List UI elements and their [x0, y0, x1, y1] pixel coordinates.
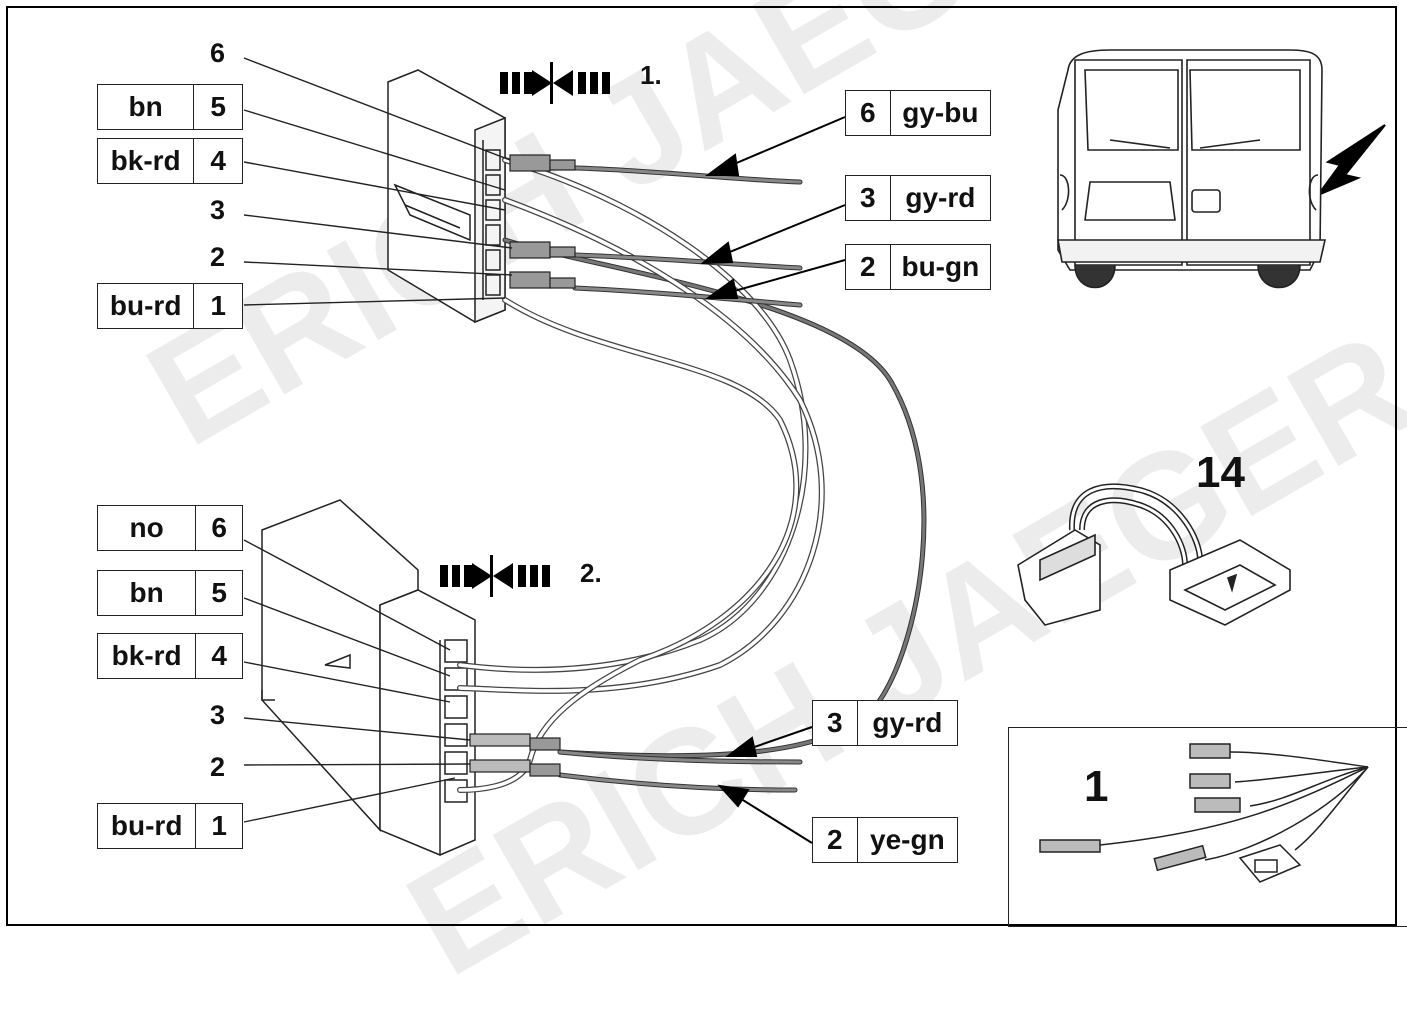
wire-pin-number: 6 — [211, 512, 227, 543]
wire-color-code: bn — [98, 85, 195, 129]
step-label: 2. — [580, 558, 602, 588]
bottom-connector-block — [261, 499, 476, 856]
wire-label: no 6 — [97, 505, 243, 551]
wire-label: bn 5 — [97, 570, 243, 616]
wire-pin-number: 1 — [211, 810, 227, 841]
wire-pin-number: 3 — [846, 176, 891, 220]
wire-color-code: gy-bu — [902, 97, 979, 128]
wire-pin-number: 3 — [813, 701, 858, 745]
harness-1-drawing — [1039, 743, 1369, 883]
pin-number: 3 — [210, 700, 226, 730]
variant-label: 1 — [1084, 762, 1109, 811]
wire-label: 6 gy-bu — [845, 90, 991, 136]
variant-label: 14 — [1196, 448, 1245, 497]
wire-label: bu-rd 1 — [97, 283, 243, 329]
step-label: 1. — [640, 60, 662, 90]
harness-14-drawing — [1017, 483, 1291, 626]
wire-label: bk-rd 4 — [97, 138, 243, 184]
wire-label: bn 5 — [97, 84, 243, 130]
wire-pin-number: 4 — [210, 145, 226, 176]
wire-color-code: bu-rd — [98, 804, 197, 848]
pin-number: 2 — [210, 752, 226, 782]
pin-number: 2 — [210, 242, 226, 272]
wire-pin-number: 5 — [211, 577, 227, 608]
pin-number: 3 — [210, 195, 226, 225]
wire-pin-number: 2 — [846, 245, 891, 289]
wire-label: 2 ye-gn — [812, 817, 958, 863]
terminals — [469, 154, 576, 777]
wire-color-code: bk-rd — [98, 634, 197, 678]
wire-color-code: bn — [98, 571, 197, 615]
wire-color-code: gy-rd — [872, 707, 943, 738]
wire-pin-number: 6 — [846, 91, 891, 135]
wire-color-code: ye-gn — [870, 824, 945, 855]
wire-pin-number: 1 — [210, 290, 226, 321]
plug-symbols — [440, 62, 610, 597]
wire-label: bu-rd 1 — [97, 803, 243, 849]
wire-color-code: bu-rd — [98, 284, 195, 328]
wire-pin-number: 5 — [210, 91, 226, 122]
wire-label: 3 gy-rd — [812, 700, 958, 746]
wiring-drawing — [243, 49, 1386, 883]
van-rear-view — [1057, 49, 1327, 289]
wire-label: 3 gy-rd — [845, 175, 991, 221]
wiring-diagram: ERICH JAEGER ERICH JAEGER — [6, 0, 1407, 1007]
wire-label: 2 bu-gn — [845, 244, 991, 290]
wire-label: bk-rd 4 — [97, 633, 243, 679]
pin-number: 6 — [210, 38, 226, 68]
harness-1-inset — [1008, 727, 1407, 927]
wire-color-code: bu-gn — [901, 251, 980, 282]
wire-pin-number: 4 — [211, 640, 227, 671]
wire-color-code: gy-rd — [905, 182, 976, 213]
wire-color-code: no — [98, 506, 197, 550]
top-connector-block — [387, 69, 506, 324]
wire-color-code: bk-rd — [98, 139, 195, 183]
wire-pin-number: 2 — [813, 818, 858, 862]
